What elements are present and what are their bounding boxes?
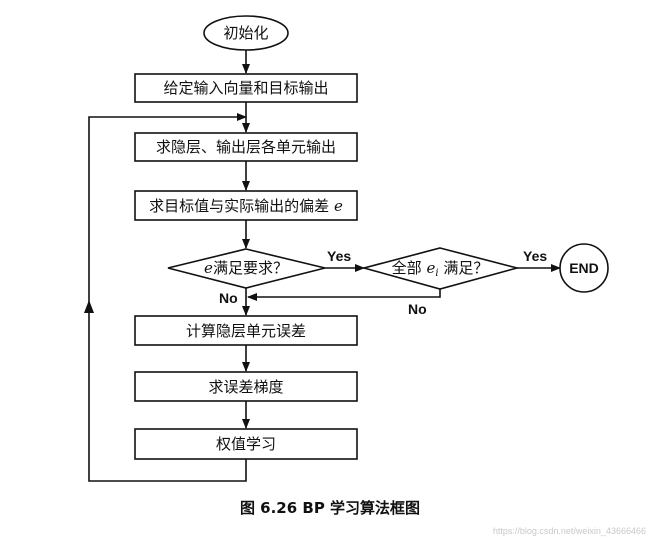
step-input-target: 给定输入向量和目标输出 <box>134 73 358 103</box>
watermark-url: https://blog.csdn.net/weixin_43666466 <box>493 526 646 536</box>
loop-arrowhead-up <box>84 300 94 313</box>
end-node-label: END <box>569 260 599 276</box>
step-layer-outputs-label: 求隐层、输出层各单元输出 <box>156 138 336 156</box>
figure-caption: 图 6.26 BP 学习算法框图 <box>240 499 420 517</box>
edge-label-yes-1: Yes <box>327 248 351 264</box>
end-node: END <box>559 243 609 293</box>
loop-line-bottom <box>88 298 247 482</box>
step-weight-learning: 权值学习 <box>134 428 358 460</box>
step-layer-outputs: 求隐层、输出层各单元输出 <box>134 132 358 162</box>
step-input-target-label: 给定输入向量和目标输出 <box>163 79 328 97</box>
decision-all-ei-satisfied: 全部 ei 满足？ <box>360 247 521 290</box>
step-weight-learning-label: 权值学习 <box>216 435 276 453</box>
edge-label-yes-2: Yes <box>523 248 547 264</box>
decision-e-satisfied-label: e满足要求？ <box>204 259 288 277</box>
decision-e-satisfied: e满足要求？ <box>167 248 326 289</box>
step-error-gradient: 求误差梯度 <box>134 371 358 402</box>
step-hidden-error-label: 计算隐层单元误差 <box>186 322 306 340</box>
step-hidden-error: 计算隐层单元误差 <box>134 315 358 346</box>
decision-all-ei-label: 全部 ei 满足？ <box>392 259 489 279</box>
arrow-d2-no-to-main <box>247 289 441 301</box>
start-node: 初始化 <box>203 15 289 51</box>
edge-label-no-2: No <box>408 301 427 317</box>
step-error-gradient-label: 求误差梯度 <box>208 378 283 396</box>
step-deviation: 求目标值与实际输出的偏差 e <box>134 190 358 221</box>
edge-label-no-1: No <box>219 290 238 306</box>
step-deviation-label: 求目标值与实际输出的偏差 e <box>149 197 343 215</box>
loop-line-top <box>88 113 247 298</box>
start-node-label: 初始化 <box>223 24 268 42</box>
